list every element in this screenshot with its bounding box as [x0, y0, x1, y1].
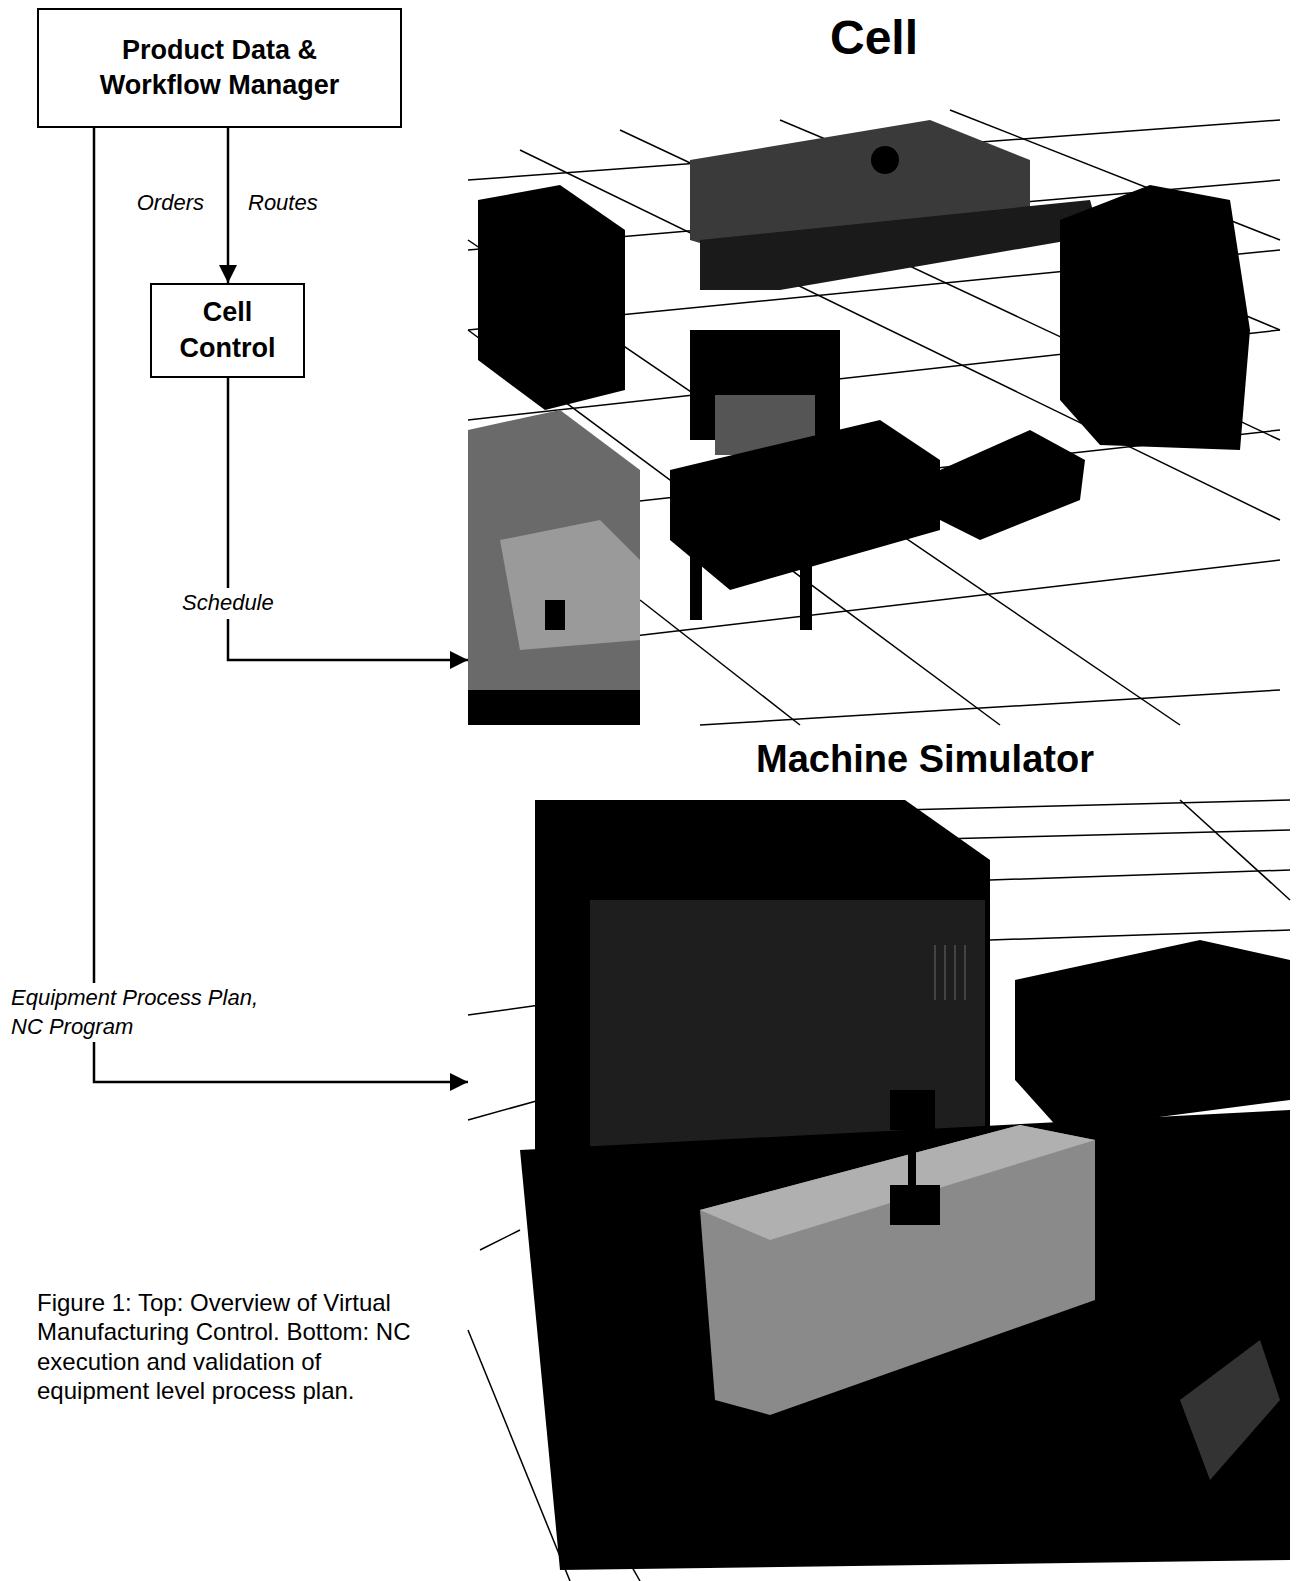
- machine-simulator-view: Machine Simulator: [468, 738, 1290, 1570]
- flow-label: Orders: [134, 188, 207, 219]
- arrow-head: [450, 651, 468, 669]
- edge-label: Equipment Process Plan, NC Program: [8, 983, 289, 1042]
- connector-line: [227, 128, 230, 283]
- process-box: Cell Control: [150, 283, 305, 378]
- view-heading: Machine Simulator: [560, 738, 1290, 782]
- flow-connector: [219, 128, 237, 283]
- cell-view: Cell: [468, 10, 1280, 725]
- flow-connector: [228, 378, 468, 669]
- arrow-head: [219, 265, 237, 283]
- process-box: Product Data & Workflow Manager: [37, 8, 402, 128]
- box-label: Cell Control: [163, 295, 293, 365]
- view-heading: Cell: [468, 10, 1280, 65]
- figure-caption: Figure 1: Top: Overview of Virtual Manuf…: [37, 1288, 437, 1405]
- box-label: Product Data & Workflow Manager: [80, 33, 360, 103]
- flow-connector: [94, 128, 468, 1091]
- connector-line: [94, 128, 468, 1082]
- flow-label: Routes: [245, 188, 321, 219]
- edge-label: Schedule: [179, 588, 277, 619]
- arrow-head: [450, 1073, 468, 1091]
